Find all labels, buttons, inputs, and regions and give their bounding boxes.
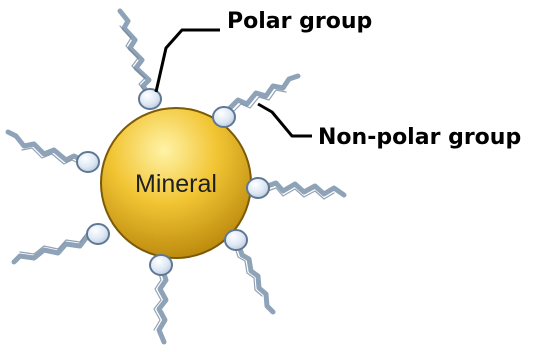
polar-head-icon [150,255,172,275]
polar-group-leader [156,30,220,92]
tail-top [120,11,150,96]
tail-left [8,132,86,166]
tail-bottom-left [14,232,98,262]
polar-head-icon [77,152,99,172]
non-polar-group-leader [258,104,312,136]
polar-group-label: Polar group [227,9,372,34]
non-polar-group-label: Non-polar group [318,125,521,150]
tail-right [262,183,344,199]
tail-bottom [154,268,166,342]
mineral-label: Mineral [135,170,217,198]
polar-head-icon [213,107,235,127]
polar-head-icon [247,178,269,198]
tail-bottom-right [234,242,273,312]
polar-head-icon [87,224,109,244]
polar-head-icon [225,230,247,250]
polar-head-icon [139,89,161,109]
